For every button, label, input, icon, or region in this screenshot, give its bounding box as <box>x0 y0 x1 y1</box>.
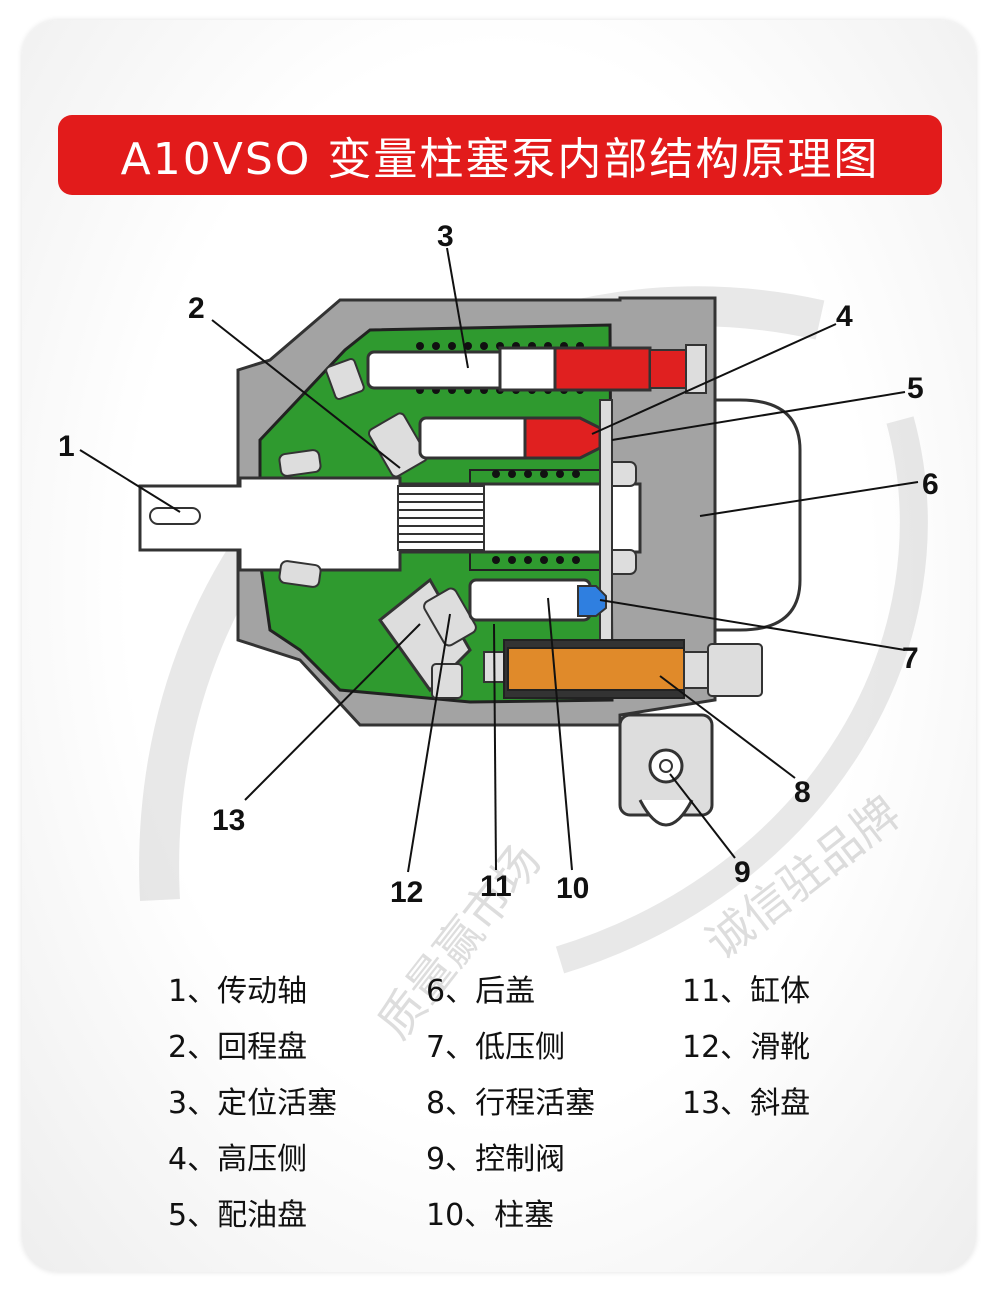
callout-6: 6 <box>922 468 939 501</box>
legend-item: 11、缸体 <box>682 974 811 1009</box>
callout-13: 13 <box>212 804 245 837</box>
callout-11: 11 <box>480 870 512 903</box>
callout-2: 2 <box>188 292 205 325</box>
callout-9: 9 <box>734 856 751 889</box>
return-plate <box>325 358 428 478</box>
legend-item: 4、高压侧 <box>168 1142 308 1177</box>
callout-5: 5 <box>907 372 924 405</box>
callout-8: 8 <box>794 776 811 809</box>
callout-12: 12 <box>390 876 423 909</box>
leader-lines <box>79 247 919 873</box>
legend-item: 2、回程盘 <box>168 1030 308 1065</box>
legend-item: 8、行程活塞 <box>426 1086 596 1121</box>
upper-piston <box>418 416 602 460</box>
page-title: A10VSO 变量柱塞泵内部结构原理图 <box>120 134 880 185</box>
drive-shaft <box>138 476 402 572</box>
swash-plate <box>377 577 472 693</box>
callout-3: 3 <box>437 220 454 253</box>
legend-item: 9、控制阀 <box>426 1142 566 1177</box>
stroke-piston <box>483 639 763 699</box>
callout-4: 4 <box>836 300 853 333</box>
legend-item: 6、后盖 <box>426 974 536 1009</box>
legend-item: 3、定位活塞 <box>168 1086 338 1121</box>
positioning-piston <box>366 344 707 394</box>
callout-1: 1 <box>58 430 75 463</box>
legend-item: 13、斜盘 <box>682 1086 811 1121</box>
legend-item: 5、配油盘 <box>168 1198 308 1233</box>
lower-piston <box>468 578 607 622</box>
legend-item: 10、柱塞 <box>426 1198 555 1233</box>
legend-item: 1、传动轴 <box>168 974 308 1009</box>
callout-10: 10 <box>556 872 589 905</box>
legend-item: 12、滑靴 <box>682 1030 811 1065</box>
control-valve <box>618 713 714 827</box>
title-banner: A10VSO 变量柱塞泵内部结构原理图 <box>58 115 942 195</box>
legend-item: 7、低压侧 <box>426 1030 566 1065</box>
shaft-spline <box>397 485 485 551</box>
callout-7: 7 <box>902 642 919 675</box>
legend-column-2: 6、后盖 7、低压侧 8、行程活塞 9、控制阀 10、柱塞 <box>426 968 686 1248</box>
legend-column-1: 1、传动轴 2、回程盘 3、定位活塞 4、高压侧 5、配油盘 <box>168 968 428 1248</box>
legend-column-3: 11、缸体 12、滑靴 13、斜盘 <box>682 968 942 1136</box>
